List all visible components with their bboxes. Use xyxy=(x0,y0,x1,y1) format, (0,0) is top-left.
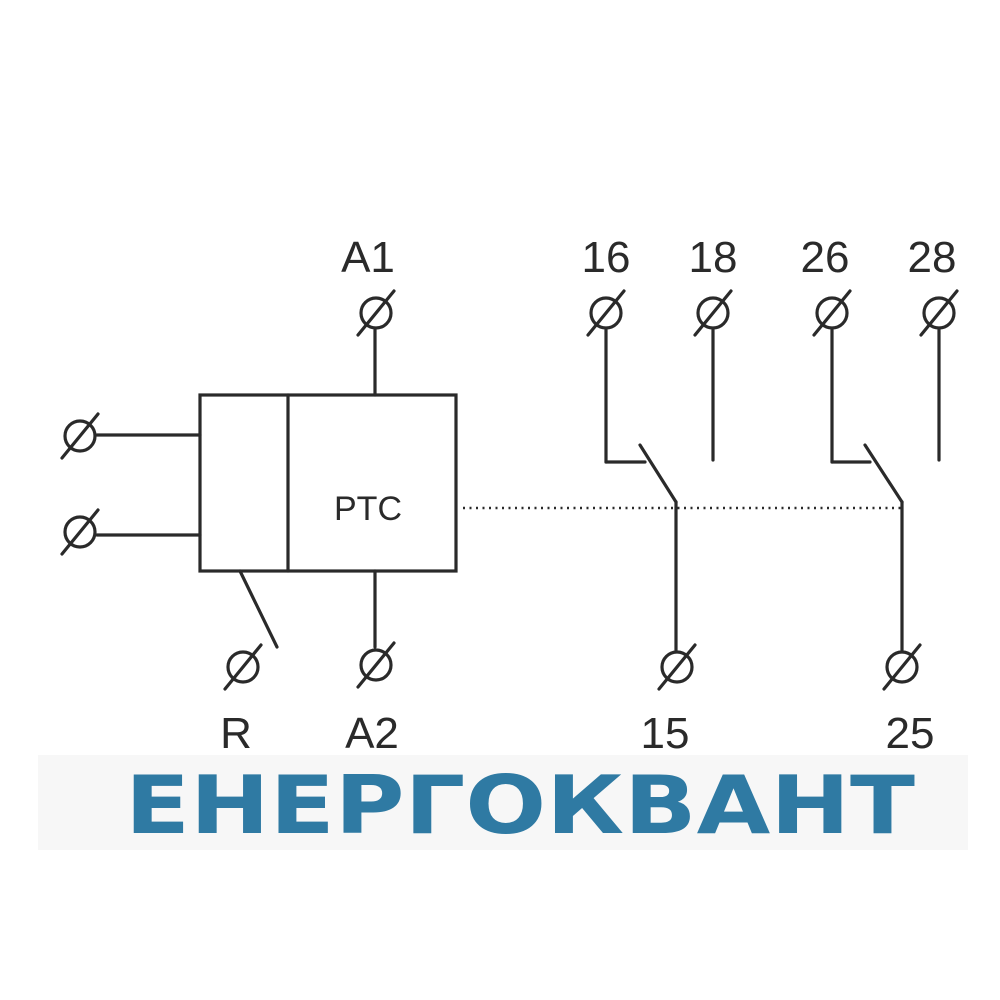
terminal-26 xyxy=(812,289,852,337)
terminal-25 xyxy=(882,643,922,691)
terminal-input-2 xyxy=(60,508,100,556)
logo-band xyxy=(38,755,968,850)
label-r: R xyxy=(220,709,252,758)
label-a2: A2 xyxy=(345,709,399,758)
label-a1: A1 xyxy=(341,233,395,282)
terminal-28 xyxy=(919,289,959,337)
terminal-input-1 xyxy=(60,412,100,460)
terminal-a2 xyxy=(356,641,396,689)
label-15: 15 xyxy=(641,709,690,758)
label-25: 25 xyxy=(886,709,935,758)
contact-2-blade xyxy=(863,443,904,504)
terminal-a1 xyxy=(356,289,396,337)
label-16: 16 xyxy=(582,233,631,282)
label-18: 18 xyxy=(689,233,738,282)
brand-logo: ЕНЕРГОКВАНТ xyxy=(125,759,916,852)
ptc-label: PTC xyxy=(334,490,402,528)
terminal-15 xyxy=(657,643,697,691)
label-28: 28 xyxy=(908,233,957,282)
relay-body xyxy=(198,393,458,573)
reset-switch-lever xyxy=(238,569,279,649)
terminal-16 xyxy=(586,289,626,337)
terminal-18 xyxy=(693,289,733,337)
contact-1-blade xyxy=(638,443,678,504)
terminal-r xyxy=(223,643,263,691)
label-26: 26 xyxy=(801,233,850,282)
